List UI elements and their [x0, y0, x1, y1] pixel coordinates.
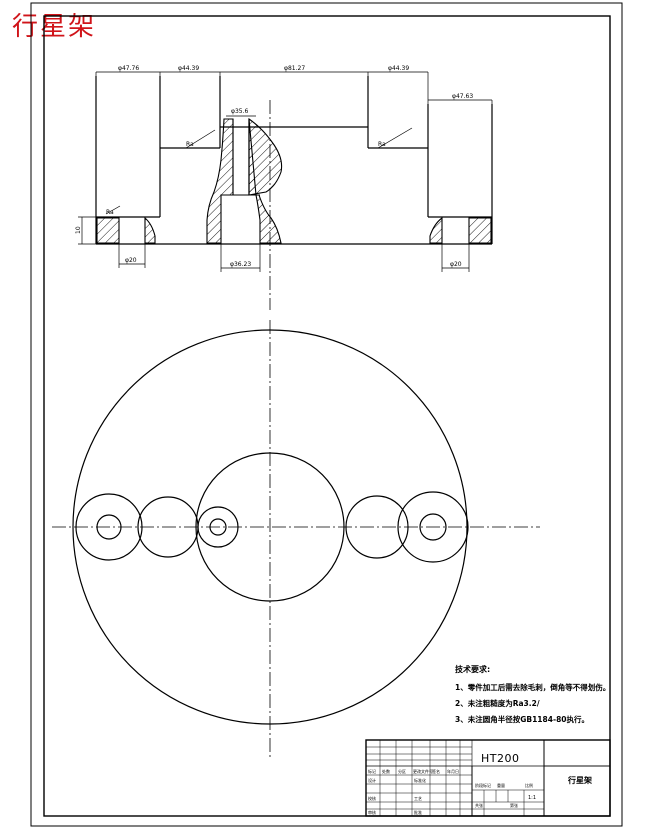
dim-left-hole: φ20: [125, 257, 137, 264]
tb-label-zone: 分区: [398, 768, 406, 774]
tb-label-sign: 签名: [432, 768, 440, 774]
tb-label-check: 校核: [368, 795, 376, 801]
dim-center-span: φ81.27: [284, 65, 305, 72]
title-block-part-name: 行星架: [567, 775, 592, 785]
outer-frame: [30, 2, 623, 827]
dim-right-span: φ47.63: [452, 93, 473, 100]
inner-frame: [43, 15, 611, 817]
tb-label-date: 年月日: [447, 768, 459, 774]
page-title: 行星架: [12, 12, 97, 42]
dim-bottom-bore: φ36.23: [230, 261, 251, 268]
dimension-lines: [78, 71, 493, 272]
tb-label-standard: 标准化: [414, 777, 426, 783]
dim-height: 10: [75, 226, 82, 234]
roughness-mid-left: Ra: [186, 141, 194, 148]
dim-right-mid: φ44.39: [388, 65, 409, 72]
notes-line-2: 2、未注粗糙度为Ra3.2/: [455, 698, 540, 708]
notes-line-3: 3、未注圆角半径按GB1184-80执行。: [455, 714, 589, 724]
tb-label-ratio: 比例: [525, 782, 533, 788]
dim-left-span: φ47.76: [118, 65, 139, 72]
hatched-sections: [96, 117, 492, 244]
tb-label-approve: 批准: [414, 809, 422, 815]
tb-label-count: 处数: [382, 768, 390, 774]
section-view: [95, 76, 493, 245]
dim-right-hole: φ20: [450, 261, 462, 268]
tb-label-mark: 标记: [368, 768, 376, 774]
tb-label-weight: 重量: [497, 782, 505, 788]
tb-label-change-doc: 更改文件号: [413, 768, 433, 774]
title-block-scale: 1:1: [528, 795, 536, 801]
tb-label-review: 审核: [368, 809, 376, 815]
dim-left-mid: φ44.39: [178, 65, 199, 72]
roughness-mid-right: Ra: [378, 141, 386, 148]
boss-circle-5: [397, 491, 469, 563]
title-block: [365, 739, 611, 817]
notes-line-1: 1、零件加工后需去除毛刺，倒角等不得划伤。: [455, 682, 610, 692]
tb-label-design: 设计: [368, 777, 376, 783]
notes-heading: 技术要求:: [455, 664, 490, 674]
title-block-material: HT200: [481, 752, 520, 765]
dim-top-hole: φ35.6: [231, 108, 249, 115]
tb-label-process: 工艺: [414, 796, 422, 801]
roughness-left: Ra: [106, 209, 114, 216]
hole-circle-5: [419, 513, 447, 541]
tb-label-sheet: 第张: [510, 802, 518, 808]
tb-label-stage: 阶段标记: [475, 782, 491, 788]
tb-label-total: 共张: [475, 802, 483, 808]
